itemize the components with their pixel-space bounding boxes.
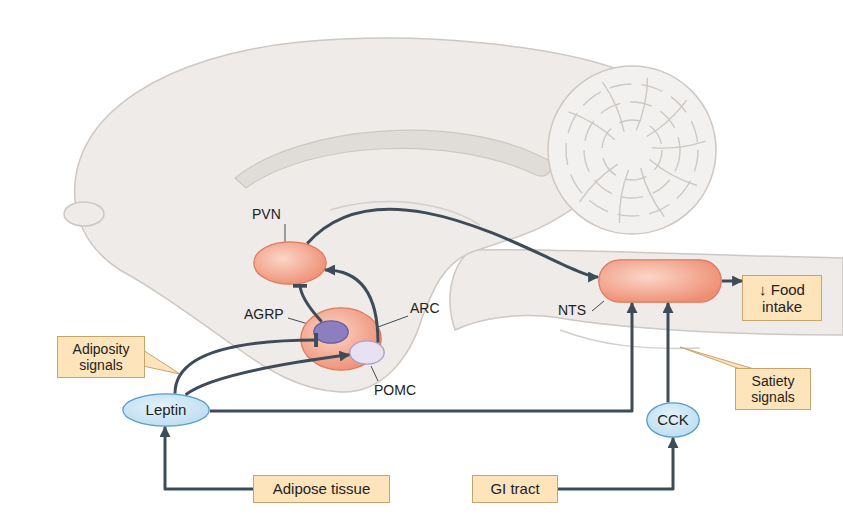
hormone-ellipse-shape	[123, 394, 209, 426]
neuron-circle: AGRP	[313, 320, 349, 344]
nucleus-band-outline	[598, 259, 722, 303]
ventricle-line	[330, 202, 480, 225]
arrow-connector	[307, 209, 598, 277]
node-text: Satiety signals	[741, 373, 805, 405]
node-text: ↓ Food intake	[748, 281, 816, 316]
arrow-connector	[210, 303, 632, 411]
inhibition-connector	[300, 284, 322, 322]
node-text: Leptin	[146, 401, 187, 418]
nucleus-band: NTS	[598, 259, 722, 303]
olfactory-bulb	[64, 202, 104, 226]
outcome-box: ↓ Food intake	[742, 275, 822, 321]
leader-line	[378, 316, 408, 327]
node-label: AGRP	[244, 306, 284, 322]
nucleus-ellipse: PVN	[253, 241, 327, 285]
fold-stroke	[566, 84, 698, 216]
fold-stroke	[579, 164, 617, 202]
hormone-ellipse: CCK	[646, 402, 700, 438]
leader-line	[592, 301, 604, 311]
neuron-circle-outline	[313, 320, 349, 344]
arrow-connector	[186, 355, 350, 395]
nucleus-band-shape	[599, 260, 721, 302]
cerebellum	[548, 66, 716, 234]
hormone-ellipse: Leptin	[122, 393, 210, 427]
callout-pointer	[680, 347, 754, 369]
node-text: GI tract	[490, 480, 539, 497]
corpus-callosum	[235, 130, 551, 188]
ventral-fold	[560, 330, 700, 348]
arrow-connector	[558, 438, 673, 489]
neuron-circle-outline	[349, 340, 385, 365]
leader-line	[285, 224, 286, 243]
cerebrum	[75, 38, 654, 392]
fold-stroke	[602, 120, 662, 180]
arrow-connector	[667, 303, 670, 402]
inhibition-connector	[175, 340, 318, 393]
node-text: Adiposity signals	[63, 341, 139, 373]
nucleus-ellipse-shape	[254, 242, 326, 284]
callout-pointer	[143, 350, 180, 374]
neuron-circle: POMC	[349, 340, 385, 365]
hormone-ellipse-shape	[647, 403, 699, 437]
fold-stroke	[584, 102, 680, 198]
node-text: CCK	[657, 411, 689, 428]
node-label: POMC	[374, 382, 416, 398]
fold-stroke	[603, 82, 624, 132]
neuron-circle-shape	[350, 341, 384, 364]
nucleus-ellipse-outline	[253, 241, 327, 285]
arrow-connector	[722, 280, 742, 283]
node-label: ARC	[410, 300, 440, 316]
source-box: GI tract	[472, 475, 558, 503]
callout-box: Adiposity signals	[57, 336, 145, 378]
cerebellum-folds	[566, 78, 705, 223]
neuron-circle-shape	[314, 321, 348, 343]
node-text: Adipose tissue	[273, 480, 371, 497]
node-label: PVN	[252, 206, 281, 222]
nucleus-ellipse: ARCAGRPPOMC	[300, 307, 382, 371]
arrow-connector	[325, 270, 378, 343]
callout-box: Satiety signals	[735, 368, 811, 410]
node-label: NTS	[558, 302, 586, 318]
brainstem	[450, 250, 843, 335]
source-box: Adipose tissue	[253, 475, 390, 503]
arrow-connector	[165, 427, 253, 489]
leader-line	[371, 366, 378, 381]
